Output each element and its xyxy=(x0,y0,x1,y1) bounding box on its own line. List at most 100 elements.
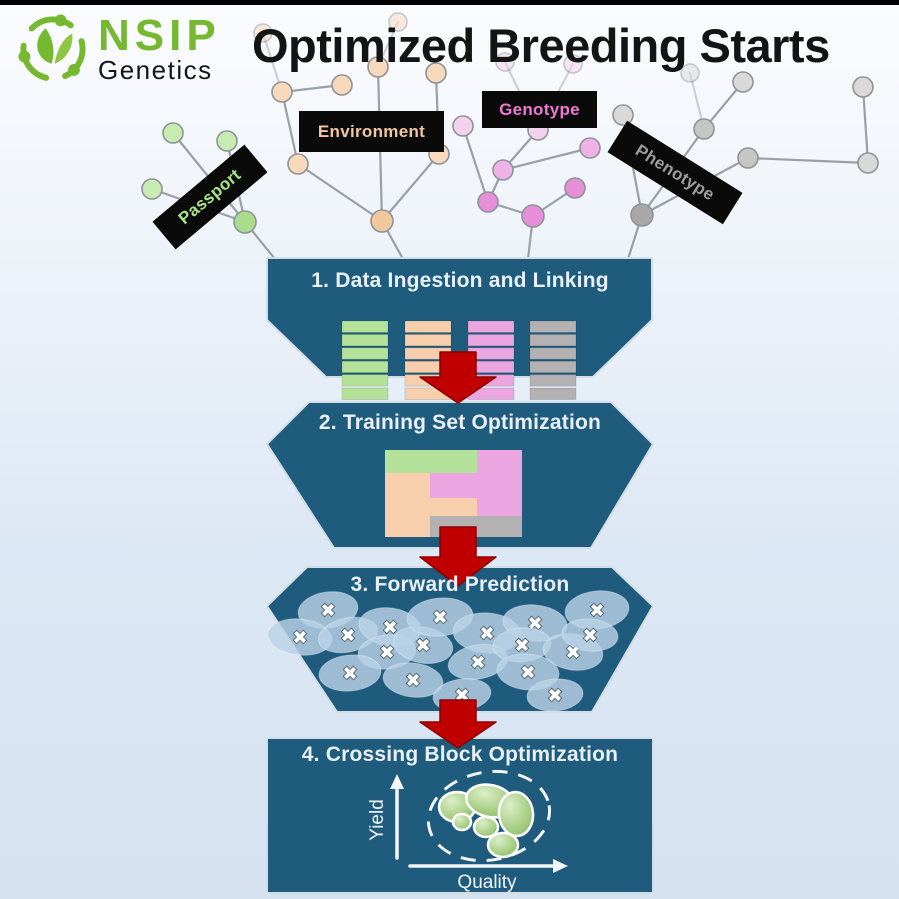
passport-node xyxy=(141,178,163,200)
data-column-segment xyxy=(529,333,577,347)
passport-node xyxy=(233,210,257,234)
environment-node xyxy=(425,62,447,84)
environment-node xyxy=(287,153,309,175)
environment-edge xyxy=(380,152,441,223)
cross-blob xyxy=(472,815,500,839)
mosaic-block xyxy=(430,498,477,516)
data-column-segment xyxy=(529,347,577,360)
logo-text-genetics: Genetics xyxy=(98,54,213,85)
genotype-node-faint xyxy=(563,54,583,74)
x-mark-icon: ✖ xyxy=(292,627,307,648)
phenotype-node xyxy=(857,152,879,174)
leaf-ring-icon xyxy=(18,14,86,82)
stage2-title: 2. Training Set Optimization xyxy=(318,411,602,434)
data-column-segment xyxy=(341,333,389,347)
mosaic-block xyxy=(477,450,522,516)
stage2-mosaic xyxy=(385,450,522,537)
x-mark-icon: ✖ xyxy=(520,662,535,683)
environment-edge xyxy=(280,90,300,166)
x-mark-icon: ✖ xyxy=(470,652,485,673)
x-axis-label: Quality xyxy=(457,872,517,893)
prediction-ellipse xyxy=(382,662,444,698)
mosaic-block xyxy=(385,473,430,537)
label-genotype-text: Genotype xyxy=(499,99,580,119)
tree-phenotype xyxy=(612,63,879,261)
environment-node xyxy=(370,209,394,233)
x-mark-icon: ✖ xyxy=(582,625,597,646)
phenotype-edge xyxy=(746,156,870,165)
environment-node-faint xyxy=(253,23,273,43)
data-column-segment xyxy=(467,320,515,333)
data-column-segment xyxy=(404,320,452,333)
data-column-segment xyxy=(529,360,577,374)
genotype-node xyxy=(564,177,586,199)
phenotype-node xyxy=(852,76,874,98)
stage4-plot: Yield Quality xyxy=(367,769,568,893)
x-axis-arrowhead-icon xyxy=(553,859,568,873)
label-environment: Environment xyxy=(299,111,444,152)
x-mark-icon: ✖ xyxy=(547,685,562,706)
environment-node-faint xyxy=(388,12,408,32)
environment-node xyxy=(367,56,389,78)
x-mark-icon: ✖ xyxy=(320,600,335,621)
passport-node xyxy=(162,122,184,144)
x-mark-icon: ✖ xyxy=(589,600,604,621)
genotype-node xyxy=(492,159,514,181)
phenotype-node xyxy=(693,118,715,140)
logo-text-nsip: NSIP xyxy=(98,10,221,60)
prediction-ellipse xyxy=(561,618,619,652)
mosaic-block xyxy=(385,450,477,473)
passport-node xyxy=(216,130,238,152)
x-mark-icon: ✖ xyxy=(514,635,529,656)
data-column-segment xyxy=(529,320,577,333)
data-column-segment xyxy=(341,374,389,387)
data-column-segment xyxy=(529,387,577,400)
x-mark-icon: ✖ xyxy=(415,635,430,656)
environment-edge xyxy=(296,162,384,223)
genotype-node-faint xyxy=(495,52,515,72)
stage1-shape xyxy=(266,257,653,378)
stage3-prediction-ellipses: ✖✖✖✖✖✖✖✖✖✖✖✖✖✖✖✖✖✖✖ xyxy=(267,590,630,712)
genotype-edge xyxy=(501,146,592,172)
selection-dashed-ellipse xyxy=(426,769,552,863)
selected-cross-blobs xyxy=(437,783,535,859)
cross-blob xyxy=(451,812,473,832)
stage3-title: 3. Forward Prediction xyxy=(350,573,570,596)
x-mark-icon: ✖ xyxy=(479,623,494,644)
data-column-segment xyxy=(341,387,389,400)
environment-node xyxy=(331,74,353,96)
phenotype-node xyxy=(630,203,654,227)
top-border-bar xyxy=(0,0,899,5)
phenotype-edge xyxy=(861,85,870,165)
y-axis-label: Yield xyxy=(367,799,388,841)
data-source-trees xyxy=(141,12,879,261)
page-title: Optimized Breeding Starts xyxy=(252,19,830,72)
data-column-segment xyxy=(341,347,389,360)
tree-genotype xyxy=(452,52,601,261)
mosaic-block xyxy=(430,473,477,498)
y-axis-arrowhead-icon xyxy=(390,774,404,789)
data-column-segment xyxy=(341,360,389,374)
genotype-node xyxy=(477,191,499,213)
x-mark-icon: ✖ xyxy=(379,642,394,663)
prediction-ellipse xyxy=(526,678,584,712)
x-mark-icon: ✖ xyxy=(405,670,420,691)
down-arrow-icon xyxy=(419,699,497,749)
phenotype-node xyxy=(737,147,759,169)
x-mark-icon: ✖ xyxy=(432,607,447,628)
x-mark-icon: ✖ xyxy=(340,625,355,646)
stage4-title: 4. Crossing Block Optimization xyxy=(301,743,619,766)
down-arrow-icon xyxy=(419,351,497,404)
data-column-segment xyxy=(341,320,389,333)
stage1-title: 1. Data Ingestion and Linking xyxy=(311,269,609,292)
label-environment-text: Environment xyxy=(317,121,426,141)
cross-blob xyxy=(486,831,520,859)
nsip-genetics-logo: NSIP Genetics xyxy=(16,12,221,86)
prediction-ellipse xyxy=(318,654,382,692)
flow-arrows xyxy=(419,351,497,749)
genotype-node xyxy=(579,137,601,159)
cross-blob xyxy=(497,790,535,838)
label-genotype: Genotype xyxy=(482,91,597,128)
